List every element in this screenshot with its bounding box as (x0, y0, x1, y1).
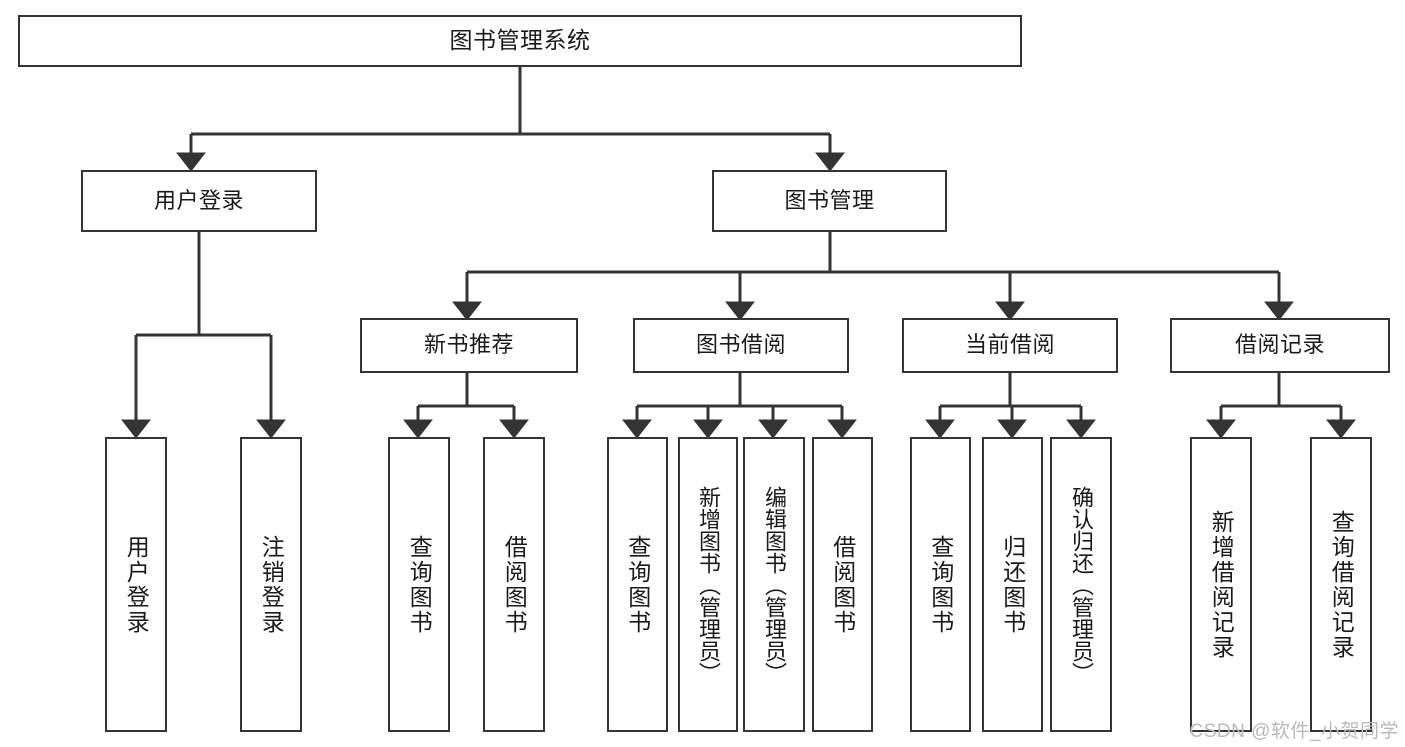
node-label: 新增借阅记录 (1208, 509, 1235, 660)
leaf-new-book-borrow[interactable]: 借阅图书 (483, 437, 545, 732)
leaf-book-borrow-add[interactable]: 新增图书（管理员） (678, 437, 738, 732)
node-label: 新书推荐 (423, 332, 514, 358)
node-label: 用户登录 (123, 534, 150, 635)
node-label: 编辑图书（管理员） (762, 485, 787, 684)
node-label: 图书管理系统 (449, 27, 591, 54)
leaf-current-borrow-confirm-return[interactable]: 确认归还（管理员） (1050, 437, 1112, 732)
leaf-book-borrow-query[interactable]: 查询图书 (607, 437, 668, 732)
node-label: 借阅图书 (501, 534, 528, 635)
node-label: 图书借阅 (695, 332, 786, 358)
node-label: 查询图书 (927, 534, 954, 635)
leaf-borrow-record-add[interactable]: 新增借阅记录 (1190, 437, 1252, 732)
node-label: 归还图书 (999, 534, 1026, 635)
node-user-login[interactable]: 用户登录 (81, 170, 317, 232)
watermark-text: CSDN @软件_小贺同学 (1189, 721, 1399, 742)
node-root-system[interactable]: 图书管理系统 (18, 15, 1022, 67)
node-current-borrow[interactable]: 当前借阅 (902, 318, 1118, 373)
node-label: 当前借阅 (964, 332, 1055, 358)
node-label: 借阅图书 (829, 534, 856, 635)
node-label: 图书管理 (784, 187, 875, 213)
node-book-management[interactable]: 图书管理 (712, 170, 947, 232)
leaf-user-login-login[interactable]: 用户登录 (105, 437, 167, 732)
node-label: 查询图书 (406, 534, 433, 635)
leaf-current-borrow-return[interactable]: 归还图书 (982, 437, 1043, 732)
leaf-borrow-record-query[interactable]: 查询借阅记录 (1310, 437, 1372, 732)
node-label: 注销登录 (258, 534, 285, 635)
node-label: 确认归还（管理员） (1069, 485, 1094, 684)
node-borrow-record[interactable]: 借阅记录 (1170, 318, 1390, 373)
leaf-book-borrow-edit[interactable]: 编辑图书（管理员） (743, 437, 805, 732)
leaf-current-borrow-query[interactable]: 查询图书 (910, 437, 971, 732)
node-label: 查询图书 (624, 534, 651, 635)
node-label: 借阅记录 (1234, 332, 1325, 358)
node-book-borrow[interactable]: 图书借阅 (633, 318, 849, 373)
leaf-book-borrow-borrow[interactable]: 借阅图书 (812, 437, 873, 732)
node-new-book-recommend[interactable]: 新书推荐 (360, 318, 578, 373)
node-label: 用户登录 (153, 187, 244, 213)
leaf-user-login-logout[interactable]: 注销登录 (240, 437, 302, 732)
node-label: 新增图书（管理员） (696, 485, 721, 684)
leaf-new-book-query[interactable]: 查询图书 (388, 437, 450, 732)
node-label: 查询借阅记录 (1328, 509, 1355, 660)
